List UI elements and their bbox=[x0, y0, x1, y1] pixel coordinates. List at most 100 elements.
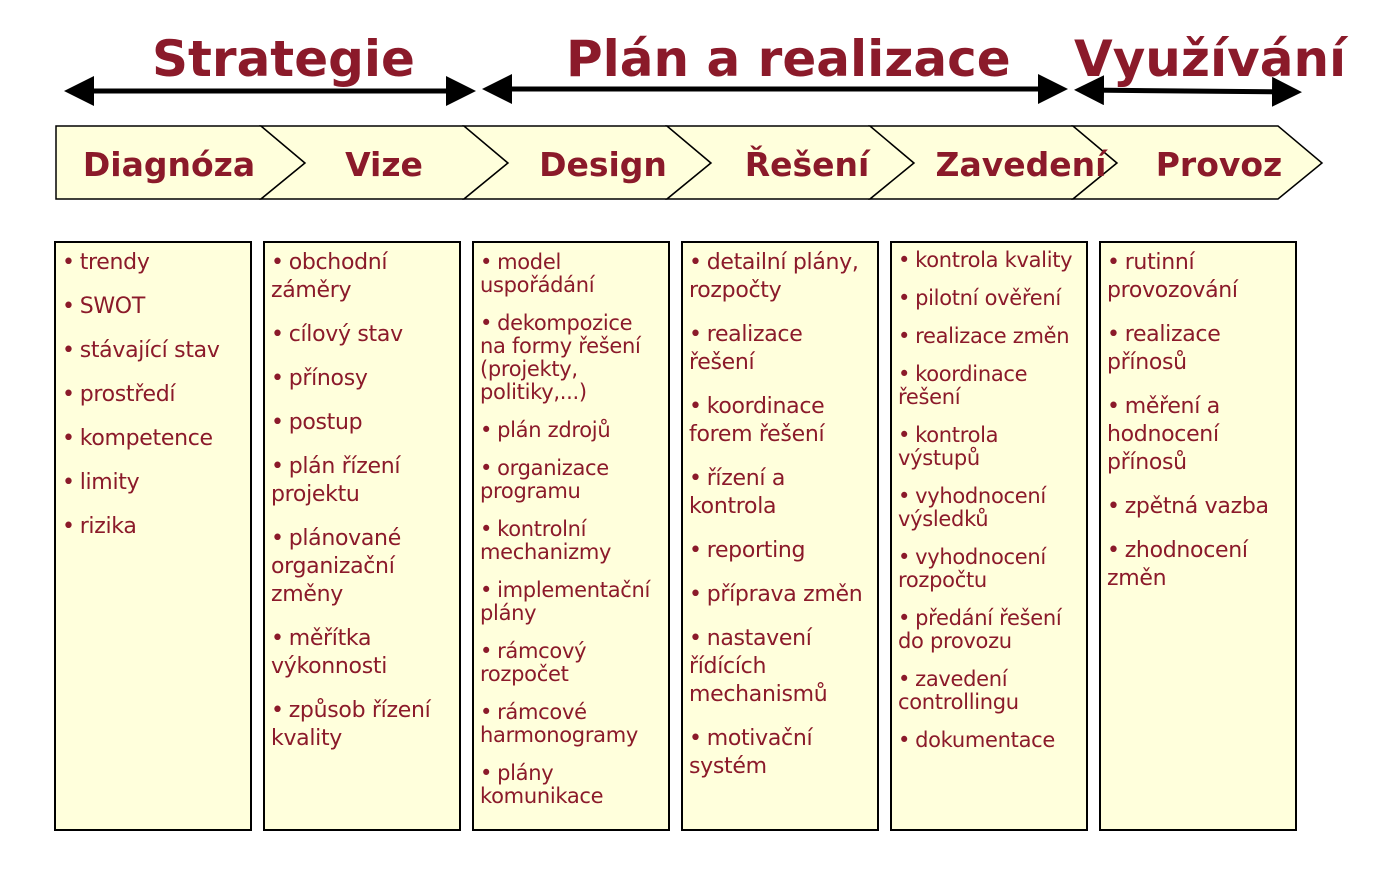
list-item-text: kontrola výstupů bbox=[898, 423, 999, 470]
bullet-icon: • bbox=[689, 250, 702, 275]
list-item: •motivační systém bbox=[689, 725, 871, 781]
list-item-text: realizace řešení bbox=[689, 322, 803, 375]
list-item-text: kontrolní mechanizmy bbox=[480, 517, 612, 564]
list-item-text: vyhodnocení rozpočtu bbox=[898, 545, 1046, 592]
list-item-text: dokumentace bbox=[915, 728, 1056, 752]
list-item: •předání řešení do provozu bbox=[898, 607, 1080, 653]
bullet-icon: • bbox=[898, 606, 911, 630]
list-item-text: realizace přínosů bbox=[1107, 322, 1221, 375]
column-reseni: •detailní plány, rozpočty•realizace řeše… bbox=[681, 241, 879, 831]
list-item: •trendy bbox=[62, 249, 244, 277]
bullet-icon: • bbox=[62, 426, 75, 451]
bullet-icon: • bbox=[480, 578, 493, 602]
list-item-text: koordinace řešení bbox=[898, 362, 1028, 409]
list-item: •stávající stav bbox=[62, 337, 244, 365]
phase-arrow-vyuzivani bbox=[1074, 75, 1302, 107]
list-item-text: zhodnocení změn bbox=[1107, 538, 1248, 591]
list-item-text: postup bbox=[288, 410, 363, 435]
list-item-text: přínosy bbox=[288, 366, 368, 391]
list-item: •obchodní záměry bbox=[271, 249, 453, 305]
step-design: Design bbox=[539, 145, 667, 184]
list-item-text: obchodní záměry bbox=[271, 250, 388, 303]
step-vize: Vize bbox=[345, 145, 423, 184]
list-item-text: plán zdrojů bbox=[497, 418, 611, 442]
list-item-text: měřítka výkonnosti bbox=[271, 626, 388, 679]
list-item-text: koordinace forem řešení bbox=[689, 394, 825, 447]
list-item-text: příprava změn bbox=[706, 582, 863, 607]
list-item: •dekompozice na formy řešení (projekty, … bbox=[480, 312, 662, 404]
list-item: •postup bbox=[271, 409, 453, 437]
list-item-text: reporting bbox=[706, 538, 806, 563]
list-item-text: plán řízení projektu bbox=[271, 454, 401, 507]
step-provoz: Provoz bbox=[1155, 145, 1283, 184]
list-item-text: pilotní ověření bbox=[915, 286, 1061, 310]
list-item: •řízení a kontrola bbox=[689, 465, 871, 521]
bullet-icon: • bbox=[480, 250, 493, 274]
step-zavedeni: Zavedení bbox=[935, 145, 1107, 184]
list-item: •realizace změn bbox=[898, 325, 1080, 348]
list-item-text: motivační systém bbox=[689, 726, 813, 779]
list-item: •detailní plány, rozpočty bbox=[689, 249, 871, 305]
list-item-text: trendy bbox=[79, 250, 150, 275]
bullet-icon: • bbox=[689, 466, 702, 491]
list-item: •měřítka výkonnosti bbox=[271, 625, 453, 681]
list-item: •rizika bbox=[62, 513, 244, 541]
list-item-text: předání řešení do provozu bbox=[898, 606, 1062, 653]
bullet-icon: • bbox=[1107, 250, 1120, 275]
list-item-text: plánované organizační změny bbox=[271, 526, 401, 607]
column-vize: •obchodní záměry•cílový stav•přínosy•pos… bbox=[263, 241, 461, 831]
list-item: •pilotní ověření bbox=[898, 287, 1080, 310]
bullet-icon: • bbox=[1107, 494, 1120, 519]
column-diagnoza-list: •trendy•SWOT•stávající stav•prostředí•ko… bbox=[62, 249, 244, 541]
list-item: •plán řízení projektu bbox=[271, 453, 453, 509]
list-item-text: organizace programu bbox=[480, 456, 609, 503]
list-item-text: prostředí bbox=[79, 382, 176, 407]
list-item: •nastavení řídících mechanismů bbox=[689, 625, 871, 709]
bullet-icon: • bbox=[62, 250, 75, 275]
bullet-icon: • bbox=[480, 517, 493, 541]
bullet-icon: • bbox=[898, 667, 911, 691]
bullet-icon: • bbox=[689, 394, 702, 419]
phase-plan-a-realizace: Plán a realizace bbox=[566, 30, 1011, 88]
list-item: •koordinace forem řešení bbox=[689, 393, 871, 449]
column-design: •model uspořádání•dekompozice na formy ř… bbox=[472, 241, 670, 831]
list-item-text: dekompozice na formy řešení (projekty, p… bbox=[480, 311, 641, 404]
bullet-icon: • bbox=[271, 250, 284, 275]
bullet-icon: • bbox=[898, 362, 911, 386]
bullet-icon: • bbox=[271, 454, 284, 479]
column-zavedeni: •kontrola kvality•pilotní ověření•realiz… bbox=[890, 241, 1088, 831]
list-item: •koordinace řešení bbox=[898, 363, 1080, 409]
list-item-text: stávající stav bbox=[79, 338, 220, 363]
bullet-icon: • bbox=[271, 526, 284, 551]
list-item: •cílový stav bbox=[271, 321, 453, 349]
column-zavedeni-list: •kontrola kvality•pilotní ověření•realiz… bbox=[898, 249, 1080, 752]
bullet-icon: • bbox=[62, 514, 75, 539]
list-item-text: řízení a kontrola bbox=[689, 466, 786, 519]
list-item: •dokumentace bbox=[898, 729, 1080, 752]
list-item-text: vyhodnocení výsledků bbox=[898, 484, 1046, 531]
list-item: •zavedení controllingu bbox=[898, 668, 1080, 714]
list-item-text: zavedení controllingu bbox=[898, 667, 1019, 714]
phase-vyuzivani: Využívání bbox=[1074, 30, 1347, 88]
list-item: •způsob řízení kvality bbox=[271, 697, 453, 753]
bullet-icon: • bbox=[62, 382, 75, 407]
bullet-icon: • bbox=[689, 322, 702, 347]
bullet-icon: • bbox=[271, 410, 284, 435]
bullet-icon: • bbox=[1107, 322, 1120, 347]
list-item: •zpětná vazba bbox=[1107, 493, 1289, 521]
list-item: •rámcový rozpočet bbox=[480, 640, 662, 686]
bullet-icon: • bbox=[689, 626, 702, 651]
list-item-text: detailní plány, rozpočty bbox=[689, 250, 859, 303]
list-item: •plánované organizační změny bbox=[271, 525, 453, 609]
step-reseni: Řešení bbox=[744, 145, 870, 184]
bullet-icon: • bbox=[898, 324, 911, 348]
column-provoz-list: •rutinní provozování•realizace přínosů•m… bbox=[1107, 249, 1289, 593]
bullet-icon: • bbox=[480, 639, 493, 663]
bullet-icon: • bbox=[898, 545, 911, 569]
bullet-icon: • bbox=[898, 728, 911, 752]
bullet-icon: • bbox=[480, 311, 493, 335]
list-item: •implementační plány bbox=[480, 579, 662, 625]
column-diagnoza: •trendy•SWOT•stávající stav•prostředí•ko… bbox=[54, 241, 252, 831]
list-item-text: kontrola kvality bbox=[915, 248, 1073, 272]
list-item: •kontrola kvality bbox=[898, 249, 1080, 272]
